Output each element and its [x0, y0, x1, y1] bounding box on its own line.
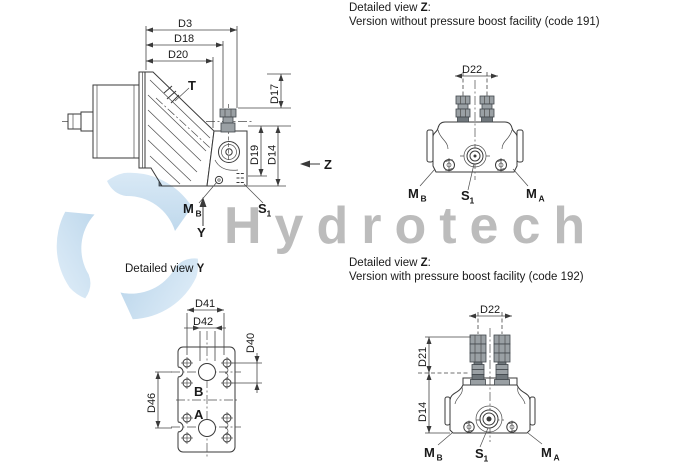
ma-leader	[512, 168, 529, 187]
dim-d21-label: D21	[417, 347, 429, 367]
view-z-label: Z	[324, 157, 332, 172]
boost-fitting-right	[493, 334, 511, 386]
motor-housing	[92, 71, 153, 169]
dimension-d14: D14	[417, 373, 450, 434]
port-s1-label: S	[475, 446, 484, 461]
t-leader	[174, 87, 190, 102]
drive-shaft	[67, 111, 94, 132]
port-s1-label: S	[258, 201, 267, 216]
header-view-z-192: Detailed view Z: Version with pressure b…	[349, 256, 584, 284]
header-view-y: Detailed view Y	[125, 263, 205, 275]
view-y-drawing: B A D41 D42	[146, 298, 262, 457]
dim-d20-label: D20	[168, 49, 188, 61]
port-ma-label: M	[541, 445, 552, 460]
boost-fitting	[219, 108, 237, 133]
dim-d18-label: D18	[174, 33, 194, 45]
dimension-d18: D18	[146, 33, 224, 108]
dimension-d40: D40	[232, 333, 262, 393]
s1-port	[463, 144, 487, 168]
right-shoulder-curve	[501, 129, 513, 150]
ma-leader	[527, 432, 543, 445]
view-arrow-y: Y	[197, 197, 207, 240]
dim-d14-label: D14	[267, 145, 279, 165]
left-tab	[426, 129, 434, 163]
port-mb-label: M	[408, 186, 419, 201]
dim-d42-label: D42	[193, 316, 213, 328]
valve-block	[206, 104, 248, 187]
port-a	[198, 419, 216, 437]
header-view-z-192-title: Detailed view Z:	[349, 257, 431, 269]
mb-leader	[437, 432, 453, 446]
dimension-d46: D46	[146, 371, 172, 429]
header-view-z-191-subtitle: Version without pressure boost facility …	[349, 16, 600, 28]
port-ma-sub: A	[554, 453, 560, 463]
port-mb-label: M	[424, 445, 435, 460]
port-mb-label: M	[183, 201, 194, 216]
dim-d41-label: D41	[195, 298, 215, 310]
dim-d3-label: D3	[178, 18, 192, 30]
t-port-label: T	[188, 78, 196, 93]
port-s1-label: S	[461, 188, 470, 203]
port-b	[198, 363, 216, 381]
right-tab	[529, 396, 536, 426]
dim-d22-label: D22	[462, 64, 482, 76]
mb-gauge-port	[214, 175, 224, 185]
view-y-label: Y	[197, 225, 206, 240]
dimension-d19: D19	[248, 125, 291, 177]
dim-d46-label: D46	[146, 393, 158, 413]
dimension-d22: D22	[455, 64, 498, 96]
boost-fitting-left	[469, 334, 487, 386]
port-ma-label: M	[526, 186, 537, 201]
port-s1-sub: 1	[484, 454, 489, 464]
port-s1-sub: 1	[470, 196, 475, 206]
main-side-view-drawing: D3 D18 D20 D17 D19	[62, 18, 332, 240]
left-shoulder-curve	[454, 386, 463, 405]
port-mb-sub: B	[196, 209, 202, 219]
thread-mark	[224, 366, 229, 380]
s1-port	[475, 405, 503, 433]
dim-d19-label: D19	[249, 145, 261, 165]
right-shoulder-curve	[517, 386, 526, 405]
port-ma-sub: A	[539, 194, 545, 204]
mb-leader	[198, 181, 218, 204]
view-z-191-drawing: D22 M B S 1 M A	[408, 64, 545, 206]
dim-d17-label: D17	[269, 84, 281, 104]
thread-mark	[224, 421, 229, 435]
dimension-d21: D21	[417, 336, 471, 374]
s1-leader	[243, 183, 264, 204]
boost-fitting-left	[455, 95, 471, 123]
header-view-z-191: Detailed view Z: Version without pressur…	[349, 1, 600, 29]
view-arrow-z: Z	[300, 157, 332, 172]
header-view-z-192-subtitle: Version with pressure boost facility (co…	[349, 271, 584, 283]
dim-d14-label: D14	[417, 402, 429, 422]
view-z-192-drawing: D22 D21 D14	[417, 304, 560, 464]
dimension-d14: D14	[248, 126, 286, 187]
port-b-label: B	[194, 384, 203, 399]
dimension-d20: D20	[146, 49, 214, 128]
boost-fitting-right	[479, 95, 495, 123]
port-mb-sub: B	[421, 194, 427, 204]
dim-d40-label: D40	[245, 333, 257, 353]
dim-d22-label: D22	[480, 304, 500, 316]
mb-leader	[419, 168, 436, 187]
right-tab	[516, 129, 524, 163]
port-a-label: A	[194, 407, 204, 422]
s1-port-marks	[236, 173, 244, 183]
left-tab	[444, 396, 451, 426]
dimension-d22: D22	[469, 304, 512, 334]
dimension-d17: D17	[238, 73, 291, 109]
dimension-d3: D3	[145, 18, 238, 108]
s1-leader	[479, 427, 489, 448]
port-s1-sub: 1	[267, 209, 272, 219]
boost-port-circle	[218, 141, 240, 163]
s1-leader	[467, 163, 475, 191]
header-view-z-191-title: Detailed view Z:	[349, 2, 431, 14]
port-plate	[177, 346, 236, 453]
left-shoulder-curve	[437, 129, 449, 150]
port-mb-sub: B	[437, 453, 443, 463]
